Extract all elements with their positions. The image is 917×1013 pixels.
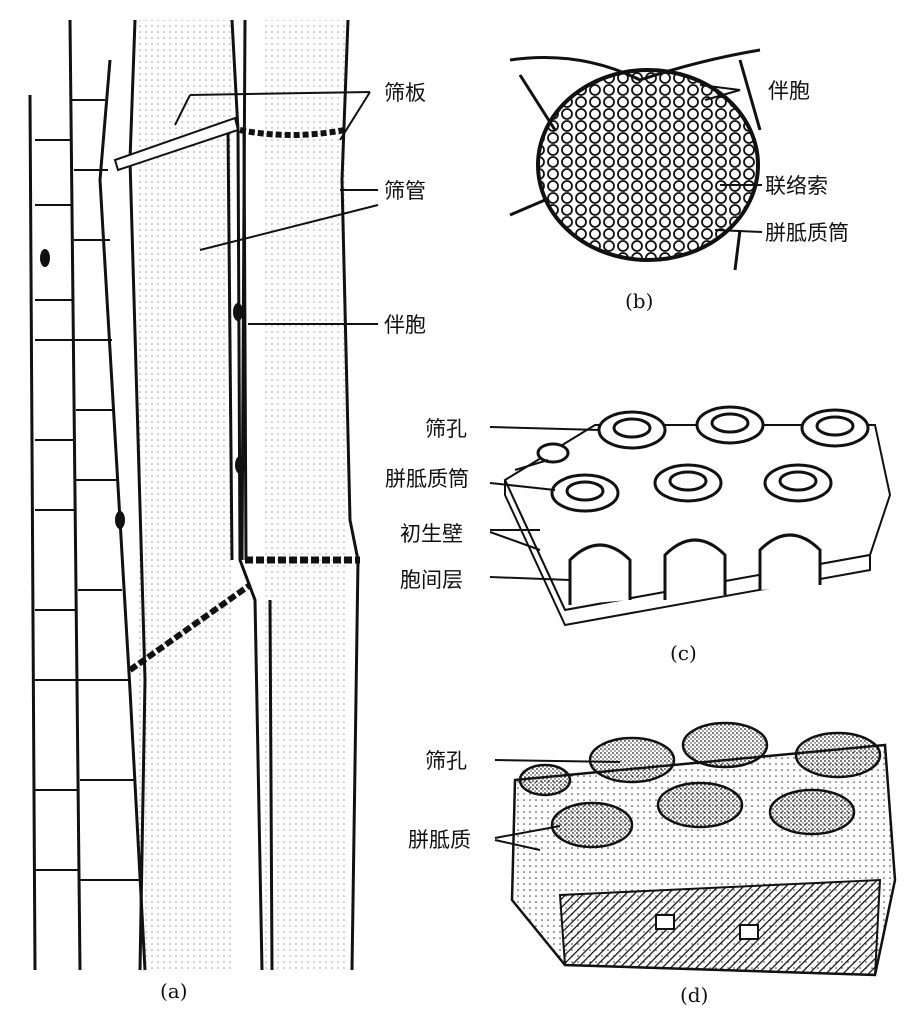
- panel-c-drawing: [489, 405, 892, 627]
- panel-a-drawing: [28, 19, 379, 971]
- label-sieve-pore-c: 筛孔: [425, 417, 467, 441]
- label-primary-wall: 初生壁: [400, 522, 463, 546]
- label-callose: 胼胝质: [408, 828, 471, 852]
- label-sieve-tube: 筛管: [384, 179, 426, 203]
- caption-b: (b): [625, 289, 653, 313]
- label-companion-cell-b: 伴胞: [768, 79, 810, 103]
- caption-d: (d): [680, 983, 708, 1007]
- sieve-tube-element: [135, 20, 235, 970]
- label-callose-cylinder-c: 胼胝质筒: [385, 467, 469, 491]
- companion-cell-nucleus: [233, 303, 243, 321]
- sieve-tube-element: [262, 20, 347, 970]
- label-companion-cell-a: 伴胞: [384, 313, 426, 337]
- label-sieve-pore-d: 筛孔: [425, 749, 467, 773]
- sieve-plate-cross-section: [536, 68, 760, 262]
- label-callose-cylinder-b: 胼胝质筒: [765, 221, 849, 245]
- panel-b-drawing: [509, 48, 763, 271]
- sieve-plate: [113, 116, 240, 172]
- caption-a: (a): [160, 979, 188, 1003]
- panel-d-drawing: [494, 721, 897, 977]
- label-sieve-plate: 筛板: [384, 81, 426, 105]
- caption-c: (c): [670, 641, 697, 665]
- label-middle-lamella: 胞间层: [400, 568, 463, 592]
- parenchyma-cells: [28, 19, 147, 971]
- label-connecting-strand: 联络索: [765, 174, 828, 198]
